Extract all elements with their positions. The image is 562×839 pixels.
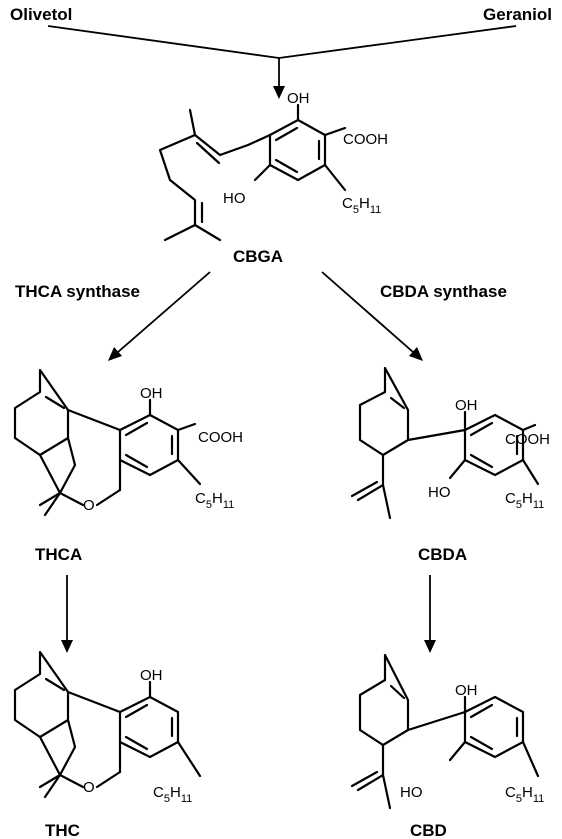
thca-pentyl-label (195, 490, 235, 511)
thca-synthase-arrow (108, 271, 211, 361)
cbda-oh-label: OH (455, 397, 478, 414)
cbd-label: CBD (410, 821, 447, 839)
cbga-ho-label: HO (223, 190, 246, 207)
thca-label: THCA (35, 545, 82, 564)
thc-pentyl-label (153, 784, 193, 805)
cbda-structure: OH COOH HO (350, 366, 550, 520)
cbd-pentyl-label (505, 784, 545, 805)
cbda-cooh-label: COOH (505, 431, 550, 448)
thc-oh-label: OH (140, 667, 163, 684)
cbda-ho-label: HO (428, 484, 451, 501)
cbd-structure: OH HO (350, 653, 545, 810)
cbga-cooh-label: COOH (343, 131, 388, 148)
thc-label: THC (45, 821, 80, 839)
thca-oh-label: OH (140, 385, 163, 402)
thca-cooh-label: COOH (198, 429, 243, 446)
thca-ring-oxygen: O (83, 497, 95, 514)
cbda-synthase-arrow (321, 271, 423, 361)
thc-structure: O OH (13, 650, 202, 805)
cbga-label: CBGA (233, 247, 283, 266)
cbga-pentyl-label (342, 195, 382, 216)
thca-to-thc-arrow (61, 575, 73, 653)
cbda-pentyl-label (505, 490, 545, 511)
cbga-oh-label: OH (287, 90, 310, 107)
cbd-oh-label: OH (455, 682, 478, 699)
olivetol-label: Olivetol (10, 5, 72, 24)
thc-ring-oxygen: O (83, 779, 95, 796)
precursor-merge-arrow (47, 25, 517, 99)
thca-synthase-label: THCA synthase (15, 282, 140, 301)
cbda-label: CBDA (418, 545, 467, 564)
geraniol-label: Geraniol (483, 5, 552, 24)
cbd-ho-label: HO (400, 784, 423, 801)
cbda-synthase-label: CBDA synthase (380, 282, 507, 301)
cbda-to-cbd-arrow (424, 575, 436, 653)
cbga-structure: OH COOH HO (158, 90, 388, 242)
thca-structure: O OH COOH (13, 368, 243, 517)
